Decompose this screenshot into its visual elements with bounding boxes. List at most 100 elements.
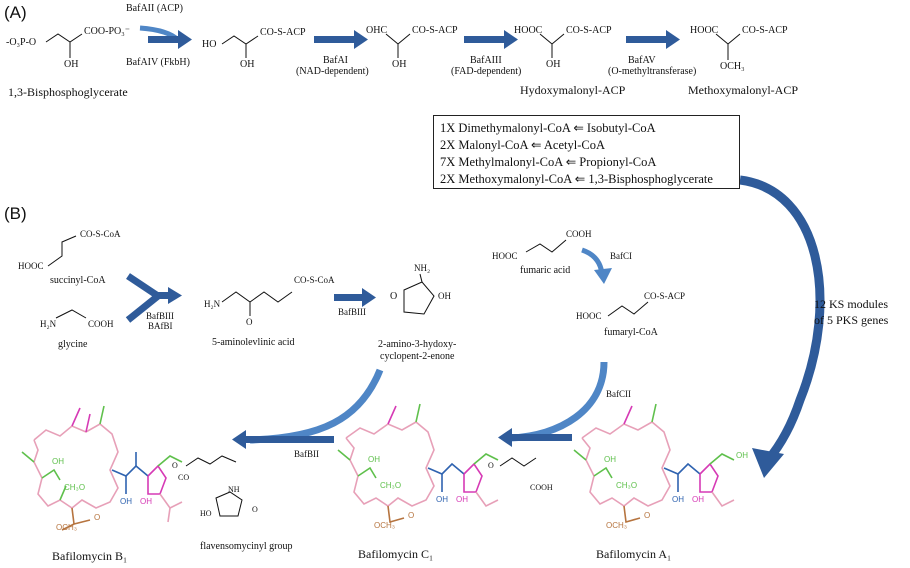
section-label-b: (B) <box>4 204 27 223</box>
enzyme-bafcii: BafCII <box>606 389 631 399</box>
b1-ho: HO <box>200 509 212 518</box>
s5-name: Methoxymalonyl-ACP <box>688 83 798 97</box>
s2-oh: OH <box>240 59 255 70</box>
b1-nh: NH <box>228 485 240 494</box>
b1-och3-label: OCH₃ <box>56 523 78 532</box>
s4-acp: CO-S-ACP <box>566 25 612 36</box>
ks-label-line-2: of 5 PKS genes <box>814 313 889 327</box>
glycine-h2n: H₂N <box>40 319 57 329</box>
glycine-name: glycine <box>58 339 88 350</box>
bpg-left-group: -O₃P-O <box>6 37 37 48</box>
a1-oh-label: OH <box>604 455 616 464</box>
fumaryl-name: fumaryl-CoA <box>604 327 658 338</box>
s5-och3: OCH₃ <box>720 61 745 72</box>
glycine-cooh: COOH <box>88 319 114 329</box>
bpg-name: 1,3-Bisphosphoglycerate <box>8 85 128 99</box>
fumaric-hooc: HOOC <box>492 251 518 261</box>
enzyme-bafai: BafAI <box>323 55 348 66</box>
b1-oh-hemi-label: OH <box>140 497 152 506</box>
precursor-line-2: 2X Malonyl-CoA ⇐ Acetyl-CoA <box>440 138 605 152</box>
bafilomycin-a1-name: Bafilomycin A₁ <box>596 547 672 561</box>
ala-structure <box>221 291 293 316</box>
precursor-line-1: 1X Dimethymalonyl-CoA ⇐ Isobutyl-CoA <box>440 121 656 135</box>
enzyme-bafav-note: (O-methyltransferase) <box>608 66 697 77</box>
enzyme-bafci: BafCI <box>610 251 632 261</box>
succinyl-structure <box>47 235 77 267</box>
s4-structure <box>539 33 565 58</box>
b1-oh-label: OH <box>52 457 64 466</box>
bafilomycin-c1-name: Bafilomycin C₁ <box>358 547 434 561</box>
c1-o-label: O <box>408 511 415 520</box>
succinyl-coa-name: succinyl-CoA <box>50 275 106 286</box>
s2-structure <box>221 35 259 58</box>
ahc-ring <box>403 273 435 315</box>
s5-structure <box>715 33 741 60</box>
fumaryl-structure <box>607 301 649 317</box>
ala-o: O <box>246 317 253 327</box>
b1-ch3o-label: CH₃O <box>64 483 86 492</box>
fumaric-name: fumaric acid <box>520 265 571 276</box>
fumaric-cooh: COOH <box>566 229 592 239</box>
bafilomycin-a1-structure <box>573 403 735 524</box>
precursor-box: 1X Dimethymalonyl-CoA ⇐ Isobutyl-CoA 2X … <box>433 115 740 189</box>
ahc-nh2: NH₂ <box>414 263 431 273</box>
a1-o-label: O <box>644 511 651 520</box>
glycine-structure <box>55 309 87 319</box>
ks-label-line-1: 12 KS modules <box>814 297 889 311</box>
bafilomycin-c1-structure <box>337 403 499 524</box>
a1-och3-label: OCH₃ <box>606 521 628 530</box>
s4-hooc: HOOC <box>514 25 543 36</box>
bafilomycin-b1-structure <box>21 405 183 531</box>
fumaryl-hooc: HOOC <box>576 311 602 321</box>
bpg-right-group: COO-PO₃⁻ <box>84 26 130 37</box>
enzyme-bafbiii-b: BafBIII <box>338 307 366 317</box>
fumaryl-acp-group: CO-S-ACP <box>644 291 686 301</box>
s5-hooc: HOOC <box>690 25 719 36</box>
ahc-oh: OH <box>438 291 451 301</box>
a1-oh-ring-label: OH <box>672 495 684 504</box>
bpg-structure <box>45 33 83 58</box>
s3-acp: CO-S-ACP <box>412 25 458 36</box>
succinyl-hooc: HOOC <box>18 261 44 271</box>
precursor-line-3: 7X Methylmalonyl-CoA ⇐ Propionyl-CoA <box>440 155 657 169</box>
c1-ch3o-label: CH₃O <box>380 481 402 490</box>
c1-och3-label: OCH₃ <box>374 521 396 530</box>
s3-ohc: OHC <box>366 25 388 36</box>
a1-oh-side-label: OH <box>736 451 748 460</box>
enzyme-bafaiii-note: (FAD-dependent) <box>451 66 522 77</box>
enzyme-bafai-note: (NAD-dependent) <box>296 66 369 77</box>
ala-acp-group: CO-S-CoA <box>294 275 335 285</box>
merge-arrow <box>125 273 182 323</box>
s2-acp: CO-S-ACP <box>260 27 306 38</box>
s3-oh: OH <box>392 59 407 70</box>
enzyme-bafav: BafAV <box>628 55 656 66</box>
c1-oh-ring-label: OH <box>436 495 448 504</box>
enzyme-bafaii: BafAII (ACP) <box>126 3 183 14</box>
panel-a-arrows <box>139 25 680 49</box>
enzyme-bafbii: BafBII <box>294 449 319 459</box>
b1-sidechain <box>185 455 243 517</box>
flavensomycinyl-label: flavensomycinyl group <box>200 541 293 552</box>
enzyme-bafbiii-a: BafBIII <box>146 311 174 321</box>
enzyme-bafaiii: BafAIII <box>470 55 502 66</box>
c1-ester-o: O <box>488 461 494 470</box>
bafilomycin-b1-name: Bafilomycin B₁ <box>52 549 128 563</box>
ks-curved-arrow <box>739 175 825 463</box>
enzyme-bafbi: BAfBI <box>148 321 173 331</box>
c1-cooh: COOH <box>530 483 553 492</box>
bafbiii-arrow <box>334 288 376 307</box>
precursor-line-4: 2X Methoxymalonyl-CoA ⇐ 1,3-Bisphosphogl… <box>440 172 713 186</box>
succinyl-acp-group: CO-S-CoA <box>80 229 121 239</box>
ala-name: 5-aminolevlinic acid <box>212 337 295 348</box>
a1-oh-hemi-label: OH <box>692 495 704 504</box>
s2-ho: HO <box>202 39 217 50</box>
c1-oh-label: OH <box>368 455 380 464</box>
fumaric-structure <box>525 239 567 253</box>
s5-acp: CO-S-ACP <box>742 25 788 36</box>
section-label-a: (A) <box>4 3 27 22</box>
s4-name: Hydoxymalonyl-ACP <box>520 83 626 97</box>
ala-h2n: H₂N <box>204 299 221 309</box>
ahc-o: O <box>390 291 398 302</box>
